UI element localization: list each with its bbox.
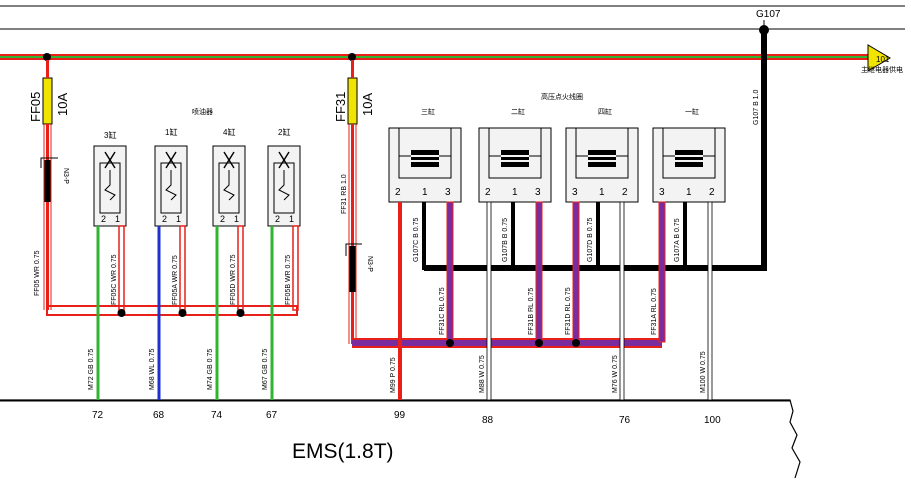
coil-title: 三缸 [421, 107, 435, 116]
coil-supply-wire: FF31A RL 0.75 [651, 288, 658, 335]
coil-pin: 2 [485, 187, 491, 198]
connector-101-label: 101 [876, 55, 890, 64]
injector-supply-wire: FF05A WR 0.75 [172, 255, 179, 305]
coil-title: 一缸 [685, 107, 699, 116]
coil-pin: 1 [512, 187, 518, 198]
coil-pin: 3 [445, 187, 451, 198]
coil-supply-wire: FF31C RL 0.75 [439, 287, 446, 335]
coil-pin: 2 [622, 187, 628, 198]
injector-pin-b: 1 [289, 214, 294, 224]
injector-signal-wire: M68 WL 0.75 [149, 349, 156, 390]
coil-title: 二缸 [511, 107, 525, 116]
injector-pin-b: 1 [176, 214, 181, 224]
fuse-ff05 [40, 60, 58, 310]
coil-supply-wire: FF31B RL 0.75 [528, 288, 535, 335]
coil-pin: 2 [709, 187, 715, 198]
coil-ground-wire: G107A B 0.75 [674, 218, 681, 262]
fuse-ff31-name: FF31 [333, 92, 348, 122]
bus-tap-ff31 [348, 53, 356, 61]
injector-wires [96, 225, 299, 400]
ems-pin: 68 [153, 410, 165, 421]
injector-1: 1缸 2 1 [154, 127, 188, 227]
coil-supply-bus [352, 338, 662, 348]
injector-title: 3缸 [104, 130, 116, 140]
coil-ground-wire: G107C B 0.75 [413, 218, 420, 262]
main-power-bus [0, 54, 870, 60]
coil-ground-wire: G107D B 0.75 [587, 218, 594, 262]
injector-signal-wire: M67 GB 0.75 [262, 349, 269, 390]
coil-signal-wire: M99 P 0.75 [390, 357, 397, 393]
coil-title: 四缸 [598, 107, 612, 116]
coil-pin: 3 [659, 187, 665, 198]
injector-feed-wire: FF05 WR 0.75 [34, 250, 41, 296]
coil-group-title: 高压点火线圈 [541, 92, 583, 101]
injector-4: 4缸 2 1 [212, 127, 246, 227]
injector-pin-b: 1 [115, 214, 120, 224]
injector-pin-b: 1 [234, 214, 239, 224]
injector-supply-bus [46, 305, 298, 316]
coil-pin: 1 [422, 187, 428, 198]
fuse-ff05-name: FF05 [28, 92, 43, 122]
ems-pin: 99 [394, 410, 406, 421]
injector-pin-a: 2 [162, 214, 167, 224]
coil-signal-wire: M76 W 0.75 [612, 355, 619, 393]
injector-supply-wire: FF05C WR 0.75 [111, 254, 118, 305]
injector-signal-wire: M72 GB 0.75 [88, 349, 95, 390]
coil-feed-wire: FF31 RB 1.0 [341, 174, 348, 214]
bus-tap-ff05 [43, 53, 51, 61]
coil-signal-wire: M88 W 0.75 [479, 355, 486, 393]
ems-pin: 74 [211, 410, 223, 421]
fuse-ff05-wire-up: N3-P [62, 168, 69, 184]
injector-title: 4缸 [223, 127, 235, 137]
coil-pin: 2 [395, 187, 401, 198]
coil-4: 四缸 3 1 2 [565, 107, 639, 203]
injector-supply-wire: FF05D WR 0.75 [230, 254, 237, 305]
ems-pin: 72 [92, 410, 104, 421]
main-power-label: 主继电器供电 [861, 65, 903, 74]
coil-pin: 1 [686, 187, 692, 198]
coil-signal-wire: M100 W 0.75 [700, 351, 707, 393]
fuse-ff31 [345, 60, 362, 344]
injector-signal-wire: M74 GB 0.75 [207, 349, 214, 390]
ems-pin: 76 [619, 415, 631, 426]
coil-supply-wire: FF31D RL 0.75 [565, 287, 572, 335]
coil-1: 一缸 3 1 2 [652, 107, 726, 203]
coil-wires [398, 201, 713, 401]
ems-connector [0, 399, 801, 479]
ems-pin: 100 [704, 415, 721, 426]
ems-pin: 88 [482, 415, 494, 426]
injector-3: 3缸 2 1 [93, 130, 127, 227]
coil-3: 三缸 2 1 3 [388, 107, 462, 203]
injector-title: 1缸 [165, 127, 177, 137]
injector-pin-a: 2 [275, 214, 280, 224]
coil-pin: 1 [599, 187, 605, 198]
injector-2: 2缸 2 1 [267, 127, 301, 227]
fuse-ff31-wire-up: N3-P [366, 256, 373, 272]
injector-pin-a: 2 [220, 214, 225, 224]
coil-2: 二缸 2 1 3 [478, 107, 552, 203]
fuse-ff05-rating: 10A [55, 93, 70, 116]
coil-ground-wire: G107B B 0.75 [502, 218, 509, 262]
ems-label: EMS(1.8T) [292, 440, 394, 463]
injector-pin-a: 2 [101, 214, 106, 224]
fuse-ff31-rating: 10A [360, 93, 375, 116]
ems-pin: 67 [266, 410, 278, 421]
coil-pin: 3 [572, 187, 578, 198]
connector-101: 101 [867, 44, 891, 72]
splice-label: G107 [756, 9, 781, 20]
injector-supply-wire: FF05B WR 0.75 [285, 255, 292, 305]
ground-wire-main-label: G107 B 1.0 [753, 89, 760, 125]
injector-group-title: 喷油器 [192, 107, 213, 116]
injector-title: 2缸 [278, 127, 290, 137]
coil-pin: 3 [535, 187, 541, 198]
